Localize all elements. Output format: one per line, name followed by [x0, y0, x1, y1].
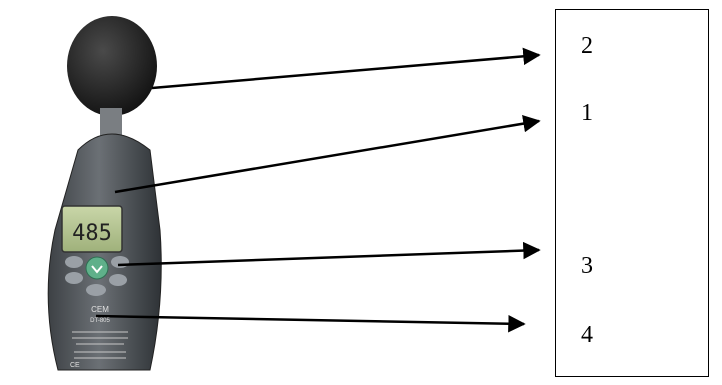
brand-label: CEM — [91, 305, 109, 314]
ce-mark: CE — [70, 362, 80, 369]
button-left-lower[interactable] — [65, 272, 83, 284]
button-right-upper[interactable] — [111, 256, 129, 268]
windscreen-foam — [67, 16, 157, 116]
arrow-to-label-4 — [96, 316, 524, 324]
labels-box — [555, 9, 709, 377]
arrow-to-label-1 — [115, 121, 539, 192]
model-label: DT-805 — [90, 318, 110, 324]
label-number-4: 4 — [581, 323, 593, 347]
button-right-lower[interactable] — [109, 274, 127, 286]
button-bottom[interactable] — [86, 284, 106, 296]
label-number-3: 3 — [581, 254, 593, 278]
lcd-reading: 485 — [72, 221, 112, 246]
arrow-to-label-3 — [118, 250, 539, 265]
button-left-upper[interactable] — [65, 256, 83, 268]
power-button[interactable] — [86, 257, 108, 279]
microphone-neck — [100, 108, 122, 136]
label-number-2: 2 — [581, 34, 593, 58]
label-number-1: 1 — [581, 101, 593, 125]
arrow-to-label-2 — [152, 55, 539, 88]
